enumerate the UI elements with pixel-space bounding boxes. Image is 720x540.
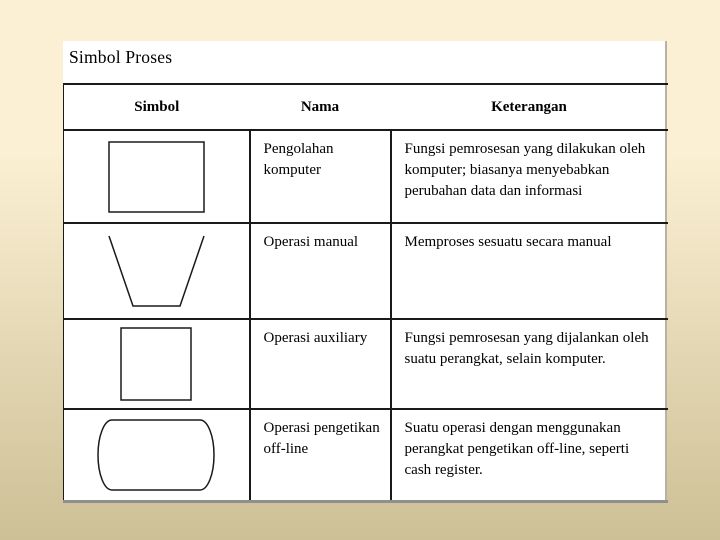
column-header-simbol: Simbol <box>63 84 250 131</box>
nama-cell: Operasi manual <box>248 223 391 320</box>
keterangan-cell: Suatu operasi dengan menggunakan perangk… <box>389 409 668 501</box>
column-header-nama: Nama <box>249 84 391 131</box>
table-row: Operasi manual Memproses sesuatu secara … <box>63 223 668 320</box>
process-rectangle-symbol <box>108 140 205 213</box>
offline-keying-rounded-symbol <box>97 419 215 491</box>
column-header-keterangan: Keterangan <box>390 84 668 131</box>
keterangan-cell: Memproses sesuatu secara manual <box>389 223 668 320</box>
keterangan-cell: Fungsi pemrosesan yang dijalankan oleh s… <box>389 319 668 410</box>
manual-operation-trapezoid-symbol <box>108 235 205 307</box>
table-row: Pengolahan komputer Fungsi pemrosesan ya… <box>63 130 668 224</box>
page-title: Simbol Proses <box>69 47 173 67</box>
process-symbols-table: Simbol Nama Keterangan Pengolahan komput… <box>63 83 668 503</box>
auxiliary-operation-square-symbol <box>120 327 192 401</box>
slide-title-bar: Simbol Proses <box>63 41 665 83</box>
nama-cell: Pengolahan komputer <box>248 130 391 224</box>
keterangan-cell: Fungsi pemrosesan yang dilakukan oleh ko… <box>389 130 668 224</box>
symbol-cell <box>63 319 250 410</box>
table-row: Operasi auxiliary Fungsi pemrosesan yang… <box>63 319 668 410</box>
symbol-cell <box>63 130 250 224</box>
table-header-row: Simbol Nama Keterangan <box>63 84 668 131</box>
slide-panel: Simbol Proses Simbol Nama Keterangan Pen… <box>63 41 668 503</box>
nama-cell: Operasi auxiliary <box>248 319 391 410</box>
symbol-cell <box>64 409 250 501</box>
table-row: Operasi pengetikan off-line Suatu operas… <box>64 409 668 501</box>
nama-cell: Operasi pengetikan off-line <box>248 409 391 501</box>
symbol-cell <box>63 223 250 320</box>
